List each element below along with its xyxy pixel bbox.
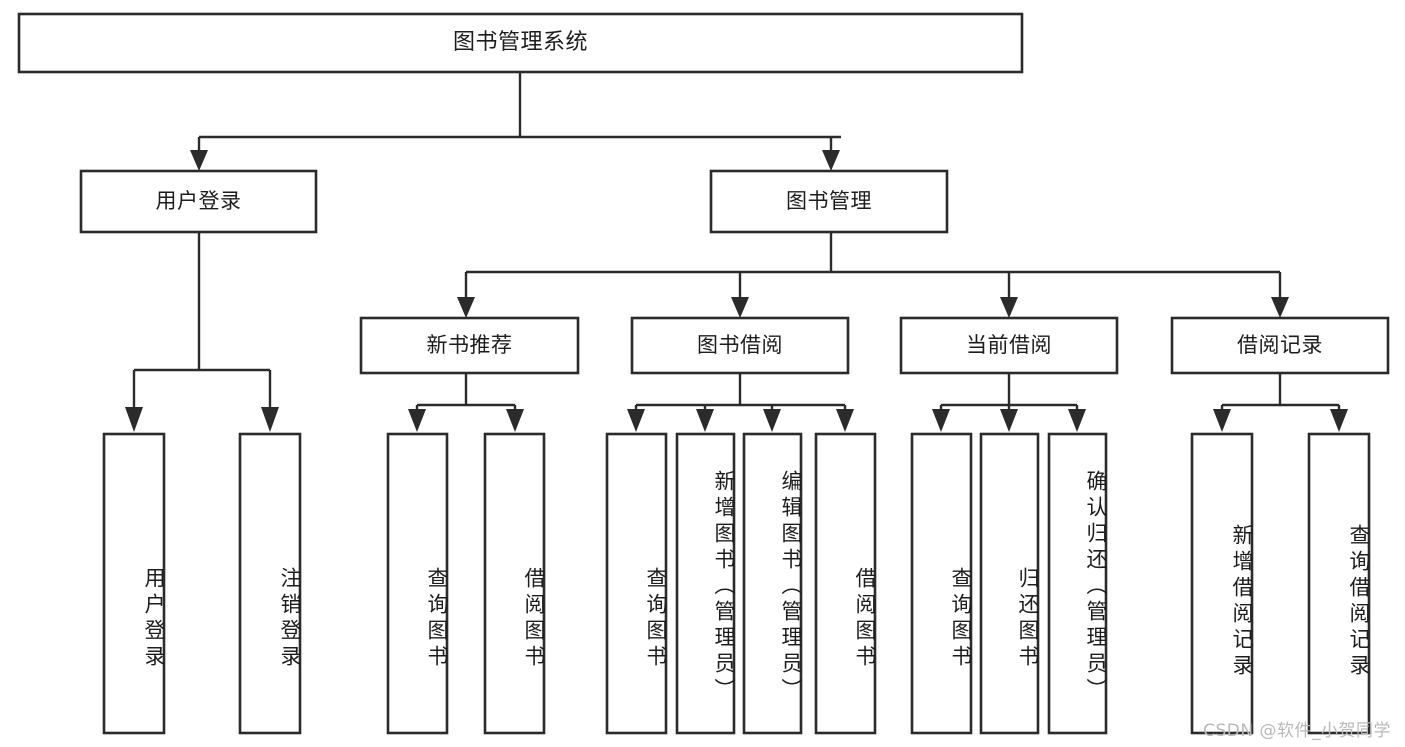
connector-group-borrow-to-leaves	[627, 373, 854, 432]
node-box-book-management[interactable]	[709, 169, 949, 234]
connector-group-current-to-leaves	[932, 373, 1086, 432]
arrow-head-icon	[627, 409, 645, 432]
connector-group-records-to-leaves	[1213, 373, 1348, 432]
arrow-head-icon	[822, 150, 840, 171]
node-box-leaf[interactable]	[483, 432, 546, 735]
node-box-new-book-recommend[interactable]	[359, 316, 580, 375]
arrow-head-icon	[190, 150, 208, 171]
node-box-leaf[interactable]	[742, 432, 803, 735]
node-box-leaf[interactable]	[1190, 432, 1254, 735]
connector-group-userlogin-to-leaves	[125, 232, 279, 432]
arrow-head-icon	[408, 409, 426, 432]
arrow-head-icon	[1000, 297, 1018, 318]
arrow-head-icon	[932, 409, 950, 432]
arrow-head-icon	[1000, 409, 1018, 432]
arrow-head-icon	[261, 407, 279, 432]
arrow-head-icon	[1330, 409, 1348, 432]
node-box-leaf[interactable]	[1047, 432, 1108, 735]
arrow-head-icon	[506, 409, 524, 432]
arrow-head-icon	[125, 407, 143, 432]
node-box-leaf[interactable]	[238, 432, 302, 735]
node-box-leaf[interactable]	[605, 432, 668, 735]
node-box-book-borrow[interactable]	[630, 316, 850, 375]
arrow-head-icon	[1271, 297, 1289, 318]
connector-group-root-to-level2	[190, 72, 841, 171]
arrow-head-icon	[763, 409, 781, 432]
node-box-leaf[interactable]	[386, 432, 449, 735]
connector-group-newbook-to-leaves	[408, 373, 524, 432]
arrow-head-icon	[696, 409, 714, 432]
node-box-borrow-records[interactable]	[1170, 316, 1390, 375]
node-box-leaf[interactable]	[675, 432, 736, 735]
arrow-head-icon	[1213, 409, 1231, 432]
arrow-head-icon	[1068, 409, 1086, 432]
connector-group-level2-to-level3	[457, 232, 1289, 318]
node-box-current-borrow[interactable]	[899, 316, 1119, 375]
arrow-head-icon	[731, 297, 749, 318]
arrow-head-icon	[457, 297, 475, 318]
node-box-leaf[interactable]	[814, 432, 877, 735]
node-box-user-login[interactable]	[79, 169, 318, 234]
node-box-leaf[interactable]	[910, 432, 973, 735]
node-box-leaf[interactable]	[102, 432, 166, 735]
node-box-root[interactable]	[17, 12, 1024, 74]
arrow-head-icon	[836, 409, 854, 432]
node-box-leaf[interactable]	[1307, 432, 1371, 735]
node-box-leaf[interactable]	[979, 432, 1040, 735]
